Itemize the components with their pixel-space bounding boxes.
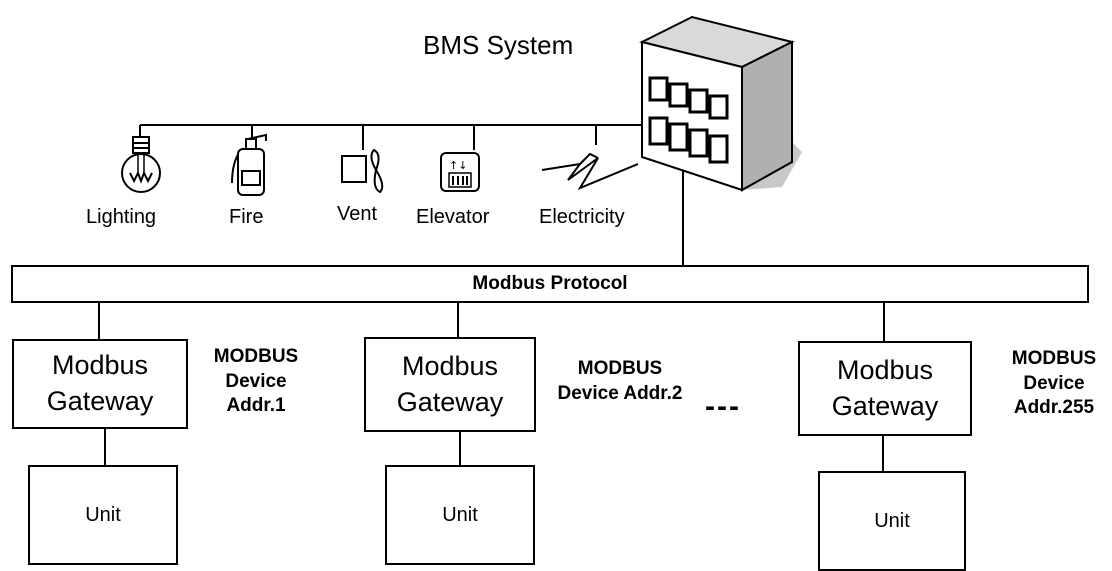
connector-lines — [98, 124, 885, 472]
gateway-label-line1: Modbus — [51, 350, 149, 381]
device-address-1: MODBUS Device Addr.1 — [196, 345, 316, 419]
address-line: MODBUS — [577, 358, 663, 379]
gateway-label-line2: Gateway — [831, 390, 939, 421]
device-label-elevator: Elevator — [416, 206, 490, 228]
modbus-gateway-2: Modbus Gateway — [364, 337, 536, 432]
ellipsis: --- — [705, 390, 741, 423]
device-address-2: MODBUS Device Addr.2 — [540, 357, 700, 406]
address-line: MODBUS — [1011, 348, 1097, 369]
modbus-gateway-1: Modbus Gateway — [12, 339, 188, 429]
address-line: Device — [225, 370, 287, 392]
unit-box-3: Unit — [818, 471, 966, 571]
gateway-label-line1: Modbus — [836, 354, 934, 385]
gateway-label-line2: Gateway — [396, 386, 504, 417]
building-server-icon — [639, 15, 802, 192]
address-line: MODBUS — [213, 346, 299, 367]
lightbulb-icon — [121, 136, 161, 193]
lightning-bolt-icon — [541, 152, 639, 191]
device-label-vent: Vent — [337, 203, 378, 225]
unit-box-1: Unit — [28, 465, 178, 565]
modbus-protocol-bar: Modbus Protocol — [11, 265, 1089, 303]
modbus-gateway-3: Modbus Gateway — [798, 341, 972, 436]
device-label-lighting: Lighting — [86, 206, 157, 228]
gateway-label-line2: Gateway — [46, 386, 154, 416]
fire-extinguisher-icon — [231, 133, 267, 196]
address-line: Addr.255 — [1013, 397, 1095, 419]
elevator-icon: ↑↓ — [440, 152, 480, 192]
address-line: Addr.1 — [226, 395, 286, 417]
gateway-label-line1: Modbus — [401, 350, 499, 381]
diagram-title: BMS System — [423, 30, 574, 60]
device-label-fire: Fire — [229, 206, 264, 228]
device-label-electricity: Electricity — [539, 206, 625, 228]
address-line: Device — [1023, 372, 1085, 394]
svg-text:↑↓: ↑↓ — [449, 159, 467, 172]
device-address-255: MODBUS Device Addr.255 — [996, 347, 1112, 421]
fan-icon — [341, 148, 384, 194]
address-line: Device Addr.2 — [557, 382, 683, 404]
unit-box-2: Unit — [385, 465, 535, 565]
